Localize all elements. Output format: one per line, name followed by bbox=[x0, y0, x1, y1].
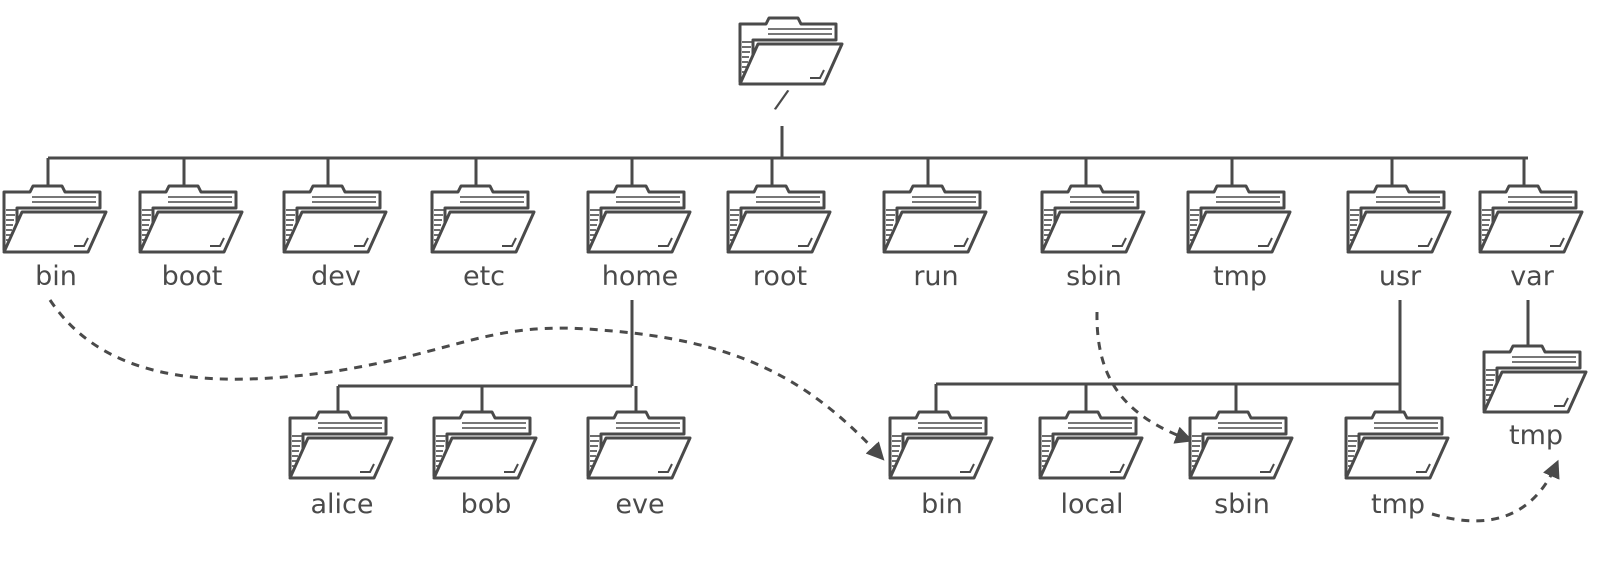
folder-icon bbox=[288, 410, 394, 480]
folder-bin-label: bin bbox=[35, 261, 77, 292]
folder-sbin: sbin bbox=[1040, 184, 1146, 292]
folder-icon bbox=[1482, 344, 1588, 414]
folder-boot: boot bbox=[138, 184, 244, 292]
folder-var_tmp-label: tmp bbox=[1509, 420, 1563, 451]
folder-icon bbox=[138, 184, 244, 254]
folder-home-label: home bbox=[602, 261, 679, 292]
folder-usr_tmp-label: tmp bbox=[1371, 489, 1425, 520]
folder-icon bbox=[432, 410, 538, 480]
folder-alice-label: alice bbox=[310, 489, 373, 520]
folder-eve-label: eve bbox=[615, 489, 664, 520]
folder-nodes: / bin boot dev etc home root run sbin tmp usr var al… bbox=[2, 16, 1588, 520]
folder-tmp-label: tmp bbox=[1213, 261, 1267, 292]
folder-dev: dev bbox=[282, 184, 388, 292]
folder-usr_local: local bbox=[1038, 410, 1144, 520]
folder-var-label: var bbox=[1510, 261, 1555, 292]
folder-icon bbox=[586, 184, 692, 254]
folder-icon bbox=[1346, 184, 1452, 254]
folder-icon bbox=[882, 184, 988, 254]
folder-bob-label: bob bbox=[461, 489, 512, 520]
symlink-bin-to-usr_bin bbox=[48, 299, 885, 461]
root-label: / bbox=[773, 84, 792, 117]
folder-icon bbox=[726, 184, 832, 254]
folder-icon bbox=[430, 184, 536, 254]
folder-bob: bob bbox=[432, 410, 538, 520]
folder-usr_bin-label: bin bbox=[921, 489, 963, 520]
folder-icon bbox=[586, 410, 692, 480]
folder-icon bbox=[888, 410, 994, 480]
folder-home: home bbox=[586, 184, 692, 292]
folder-var: var bbox=[1478, 184, 1584, 292]
folder-root-label: root bbox=[753, 261, 807, 292]
folder-sbin-label: sbin bbox=[1066, 261, 1122, 292]
folder-usr_sbin-label: sbin bbox=[1214, 489, 1270, 520]
folder-dev-label: dev bbox=[311, 261, 361, 292]
folder-etc-label: etc bbox=[463, 261, 505, 292]
folder-usr_sbin: sbin bbox=[1188, 410, 1294, 520]
symlink-sbin-to-usr_sbin bbox=[1095, 311, 1194, 444]
folder-icon bbox=[282, 184, 388, 254]
folder-run: run bbox=[882, 184, 988, 292]
folder-eve: eve bbox=[586, 410, 692, 520]
folder-icon bbox=[2, 184, 108, 254]
folder-tmp: tmp bbox=[1186, 184, 1292, 292]
folder-usr_tmp: tmp bbox=[1344, 410, 1450, 520]
symlink-arrows bbox=[48, 299, 1560, 523]
folder-icon bbox=[1040, 184, 1146, 254]
folder-boot-label: boot bbox=[162, 261, 223, 292]
folder-usr: usr bbox=[1346, 184, 1452, 292]
folder-usr_local-label: local bbox=[1061, 489, 1124, 520]
folder-icon bbox=[1188, 410, 1294, 480]
folder-var_tmp: tmp bbox=[1482, 344, 1588, 451]
folder-bin: bin bbox=[2, 184, 108, 292]
folder-etc: etc bbox=[430, 184, 536, 292]
symlink-usr_tmp-to-var_tmp bbox=[1431, 459, 1560, 523]
folder-usr-label: usr bbox=[1379, 261, 1422, 292]
folder-icon bbox=[1344, 410, 1450, 480]
folder-icon bbox=[1038, 410, 1144, 480]
folder-icon bbox=[1478, 184, 1584, 254]
folder-icon bbox=[1186, 184, 1292, 254]
folder-run-label: run bbox=[913, 261, 958, 292]
folder-root: root bbox=[726, 184, 832, 292]
folder-alice: alice bbox=[288, 410, 394, 520]
folder-root bbox=[738, 16, 844, 86]
folder-icon bbox=[738, 16, 844, 86]
folder-usr_bin: bin bbox=[888, 410, 994, 520]
